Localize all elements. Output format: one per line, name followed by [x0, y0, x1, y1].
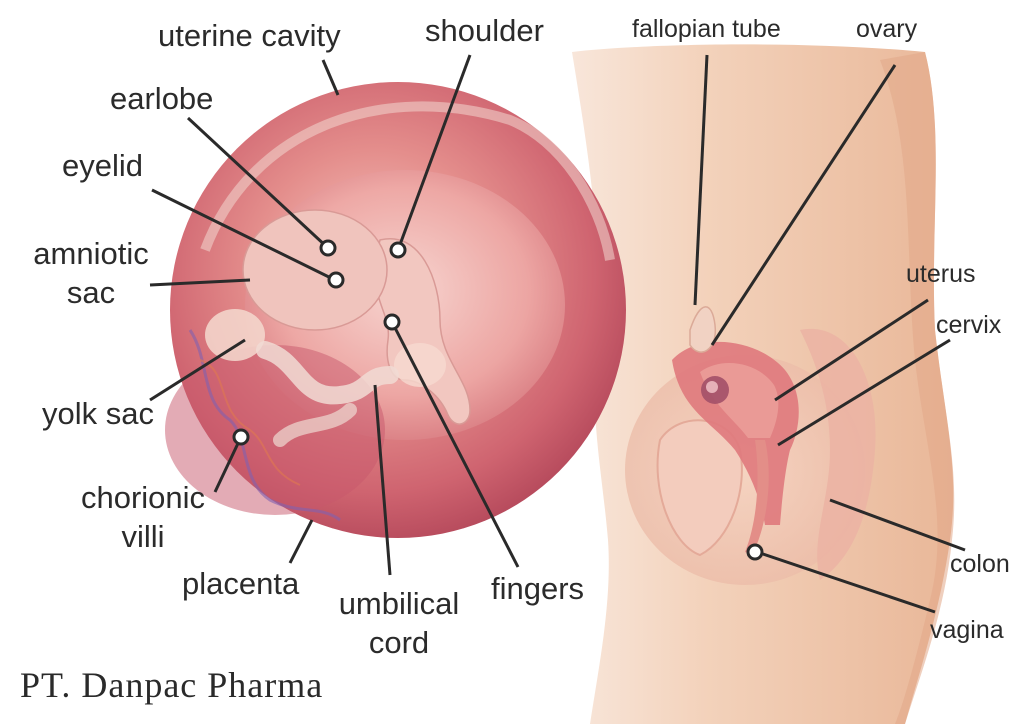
uterine-wall-band	[200, 101, 615, 261]
label-uterus: uterus	[906, 260, 976, 288]
watermark-text: PT. Danpac Pharma	[20, 665, 324, 705]
label-chorionic-villi-line2: villi	[121, 519, 165, 554]
leader-line-chorionic-villi	[213, 436, 243, 493]
embryo-limb-bud	[394, 343, 446, 387]
pointer-dot-fingers	[383, 313, 401, 331]
leader-line-ovary	[710, 64, 897, 346]
label-colon: colon	[950, 550, 1010, 578]
label-fingers: fingers	[491, 571, 585, 606]
label-amniotic-sac-line1: amniotic	[33, 236, 149, 271]
label-eyelid: eyelid	[62, 148, 143, 183]
pointer-dot-eyelid	[327, 271, 345, 289]
leader-line-vagina	[756, 550, 936, 614]
label-amniotic-sac: amniotic sac	[24, 238, 158, 308]
leader-line-earlobe	[186, 116, 330, 250]
colon-shape	[800, 328, 876, 580]
label-ovary: ovary	[856, 15, 918, 43]
embryo-in-uterus-highlight	[706, 381, 718, 393]
leader-line-eyelid	[151, 188, 336, 282]
pointer-dot-vagina	[746, 543, 764, 561]
label-chorionic-villi-line1: chorionic	[80, 480, 206, 515]
vagina-canal	[745, 440, 769, 555]
chorionic-villi-shape	[188, 329, 341, 522]
leader-line-amniotic-sac	[149, 278, 251, 287]
pointer-dot-chorionic-villi	[232, 428, 250, 446]
label-fallopian-tube: fallopian tube	[632, 15, 781, 43]
label-cervix: cervix	[936, 311, 1002, 339]
yolk-sac-shape	[205, 309, 265, 361]
leader-line-yolk-sac	[149, 338, 246, 402]
label-placenta: placenta	[182, 566, 300, 601]
label-uterine-cavity: uterine cavity	[158, 18, 341, 53]
leader-line-fallopian-tube	[693, 54, 709, 306]
label-vagina: vagina	[930, 616, 1004, 644]
leader-lines	[149, 54, 966, 614]
leader-line-uterine-cavity	[321, 59, 340, 96]
umbilical-cord-shape-2	[273, 403, 357, 447]
chorionic-villi-shape-2	[199, 359, 301, 486]
leader-line-shoulder	[396, 54, 472, 251]
label-umbilical-cord-line1: umbilical	[338, 586, 460, 621]
leader-line-uterus	[774, 298, 929, 402]
label-chorionic-villi: chorionic villi	[68, 482, 218, 552]
label-earlobe: earlobe	[110, 81, 214, 116]
leader-line-colon	[829, 498, 966, 552]
pointer-dot-earlobe	[319, 239, 337, 257]
umbilical-cord-shape	[256, 341, 399, 405]
pointer-dot-shoulder	[389, 241, 407, 259]
pointer-dots	[232, 239, 764, 561]
torso-shadow	[880, 52, 955, 724]
label-umbilical-cord-line2: cord	[368, 625, 430, 660]
label-shoulder: shoulder	[425, 13, 544, 48]
label-yolk-sac: yolk sac	[42, 396, 154, 431]
leader-line-fingers	[390, 321, 520, 568]
label-umbilical-cord: umbilical cord	[328, 588, 470, 658]
leader-line-umbilical-cord	[373, 384, 392, 576]
leader-line-placenta	[288, 519, 314, 564]
label-amniotic-sac-line2: sac	[66, 275, 116, 310]
fallopian-tube-shape	[689, 306, 716, 353]
bladder-shape	[656, 419, 743, 557]
leader-line-cervix	[777, 338, 951, 447]
